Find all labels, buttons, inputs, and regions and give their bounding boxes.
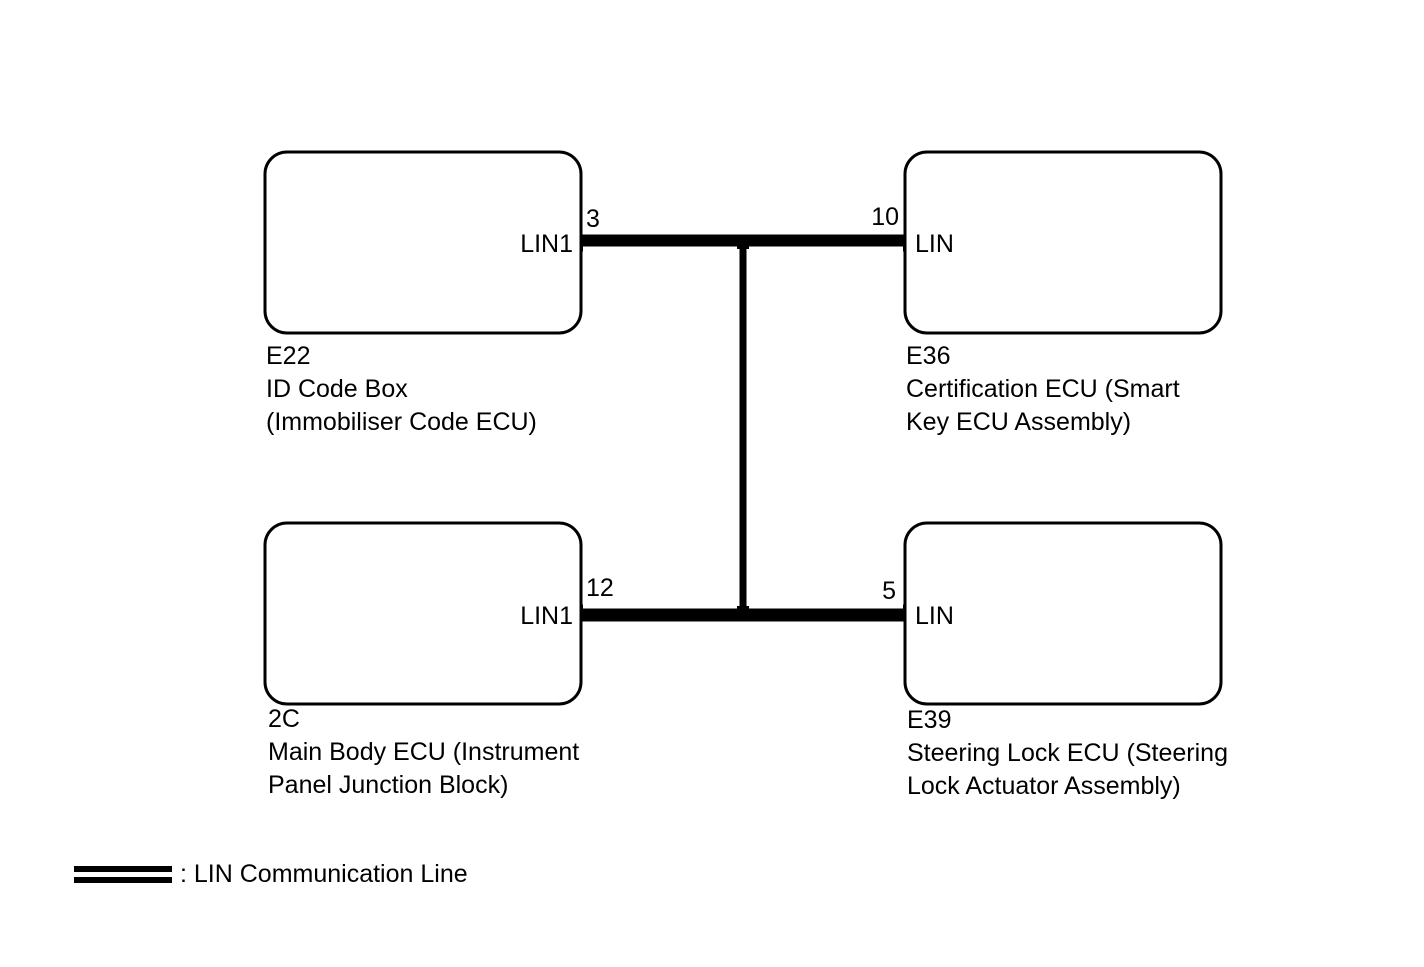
port-label-id-code-box: LIN1 (520, 230, 573, 258)
connector-code-steering-lock-ecu: E39 (907, 706, 952, 734)
caption-steering-lock-ecu: E39 Steering Lock ECU (Steering Lock Act… (907, 704, 1228, 803)
pin-number-certification-ecu: 10 (871, 203, 899, 231)
ecu-name-line1-steering-lock-ecu: Steering Lock ECU (Steering (907, 739, 1228, 767)
pin-number-main-body-ecu: 12 (586, 574, 614, 602)
port-label-main-body-ecu: LIN1 (520, 602, 573, 630)
port-label-steering-lock-ecu: LIN (915, 602, 954, 630)
pin-number-steering-lock-ecu: 5 (882, 577, 896, 605)
connector-code-id-code-box: E22 (266, 342, 311, 370)
caption-id-code-box: E22 ID Code Box (Immobiliser Code ECU) (266, 340, 537, 439)
legend-label: : LIN Communication Line (180, 859, 468, 888)
ecu-name-line2-steering-lock-ecu: Lock Actuator Assembly) (907, 772, 1181, 800)
caption-main-body-ecu: 2C Main Body ECU (Instrument Panel Junct… (268, 703, 579, 802)
connector-code-main-body-ecu: 2C (268, 705, 300, 733)
lin-bus (581, 234, 905, 622)
connector-code-certification-ecu: E36 (906, 342, 951, 370)
port-label-certification-ecu: LIN (915, 230, 954, 258)
ecu-name-line1-main-body-ecu: Main Body ECU (Instrument (268, 738, 580, 766)
pin-number-id-code-box: 3 (586, 205, 600, 233)
ecu-name-line2-main-body-ecu: Panel Junction Block) (268, 771, 509, 799)
ecu-name-line1-certification-ecu: Certification ECU (Smart (906, 375, 1180, 403)
ecu-name-line2-id-code-box: (Immobiliser Code ECU) (266, 408, 537, 436)
ecu-name-line1-id-code-box: ID Code Box (266, 375, 408, 403)
caption-certification-ecu: E36 Certification ECU (Smart Key ECU Ass… (906, 340, 1180, 439)
legend: : LIN Communication Line (74, 859, 468, 889)
ecu-name-line2-certification-ecu: Key ECU Assembly) (906, 408, 1132, 436)
lin-line-legend-icon (74, 865, 172, 883)
